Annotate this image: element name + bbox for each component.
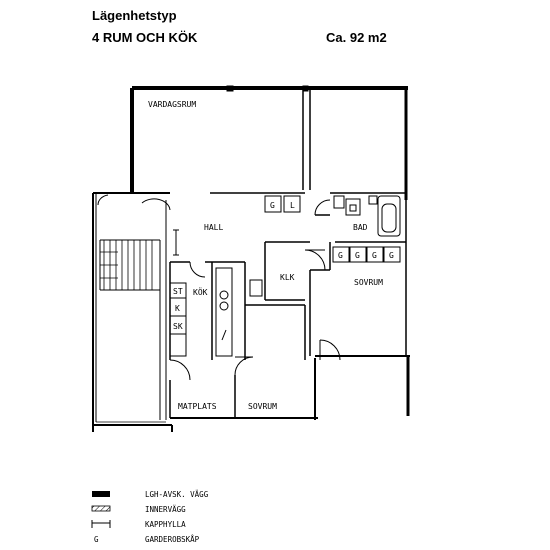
wardrobe-g-bedroom-2: G [355,251,360,260]
stairwell [92,192,173,432]
room-count-title: 4 RUM OCH KÖK [92,30,198,45]
room-label-hall: HALL [204,223,223,232]
kitchen-label-k: K [175,304,180,313]
legend-label-coat-rack: KAPPHYLLA [145,520,186,529]
legend-label-hatched-wall: INNERVÄGG [145,505,186,514]
door-swings [169,199,341,381]
room-label-bad: BAD [353,223,368,232]
wardrobe-g-hall: G [270,201,275,210]
inner-walls [169,90,407,418]
kitchen-label-sk: SK [173,322,183,331]
wardrobe-g-bedroom-4: G [389,251,394,260]
legend-label-thick-wall: LGH-AVSK. VÄGG [145,490,209,499]
kitchen-label-st: ST [173,287,183,296]
room-label-vardagsrum: VARDAGSRUM [148,100,196,109]
coat-rack-symbol [173,229,179,256]
legend-swatch-hatched-wall [91,505,111,512]
bathroom-fixtures [333,195,401,237]
wardrobe-l-hall: L [290,201,295,210]
wardrobes [264,195,401,263]
wardrobe-g-bedroom-1: G [338,251,343,260]
kitchen-counter [169,267,263,357]
room-label-sovrum-south: SOVRUM [248,402,277,411]
wardrobe-g-bedroom-3: G [372,251,377,260]
outer-walls [130,85,410,420]
room-label-klk: KLK [280,273,295,282]
room-label-matplats: MATPLATS [178,402,217,411]
room-label-kok: KÖK [193,287,208,297]
legend: LGH-AVSK. VÄGG INNERVÄGG KAPPHYLLA G GAR… [91,490,209,544]
legend-swatch-thick-wall [92,491,110,497]
legend-swatch-coat-rack [91,520,111,528]
legend-label-wardrobe: GARDEROBSKÅP [145,535,200,544]
plan-type-title: Lägenhetstyp [92,8,177,23]
room-label-sovrum-east: SOVRUM [354,278,383,287]
legend-code-g: G [94,535,99,544]
area-label: Ca. 92 m2 [326,30,387,45]
